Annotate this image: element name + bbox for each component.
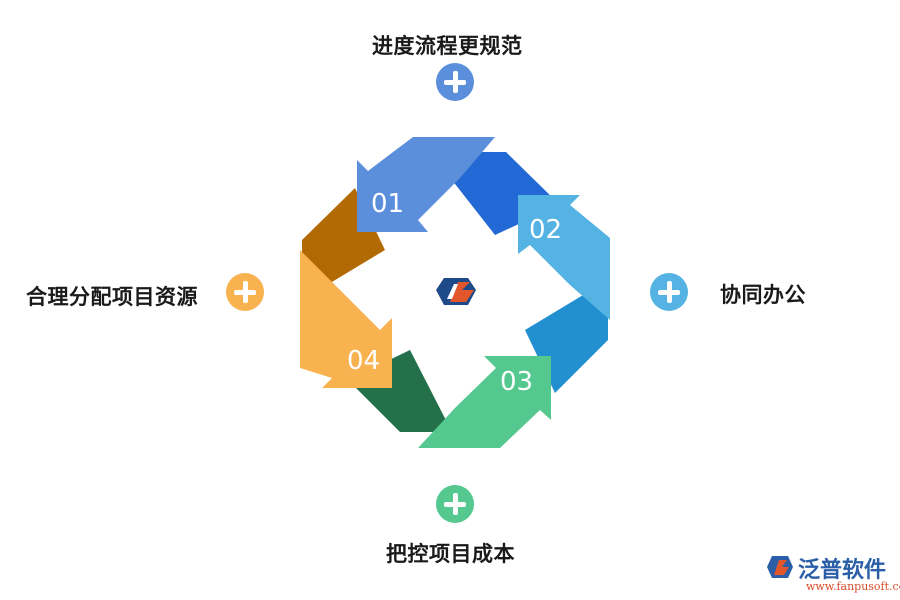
label-02: 协同办公 bbox=[720, 283, 806, 307]
logo-icon bbox=[436, 278, 476, 305]
label-01: 进度流程更规范 bbox=[372, 34, 523, 58]
arrow-01 bbox=[357, 137, 495, 232]
plus-circle-icon[interactable] bbox=[226, 273, 264, 311]
plus-circle-icon[interactable] bbox=[436, 485, 474, 523]
arrow-02 bbox=[518, 195, 610, 320]
arrow-04 bbox=[300, 250, 392, 388]
step-number-01: 01 bbox=[371, 189, 404, 219]
step-number-03: 03 bbox=[500, 367, 533, 397]
label-04: 合理分配项目资源 bbox=[26, 285, 198, 309]
label-03: 把控项目成本 bbox=[386, 542, 515, 566]
arrow-03 bbox=[418, 356, 551, 448]
brand-name: 泛普软件 bbox=[798, 558, 887, 583]
brand-url: www.fanpusoft.com bbox=[806, 580, 900, 593]
plus-circle-icon[interactable] bbox=[650, 273, 688, 311]
step-number-04: 04 bbox=[347, 346, 380, 376]
brand-logo-icon bbox=[767, 556, 793, 578]
step-number-02: 02 bbox=[529, 215, 562, 245]
brand-watermark: 泛普软件 www.fanpusoft.com bbox=[766, 552, 900, 596]
plus-circle-icon[interactable] bbox=[436, 63, 474, 101]
